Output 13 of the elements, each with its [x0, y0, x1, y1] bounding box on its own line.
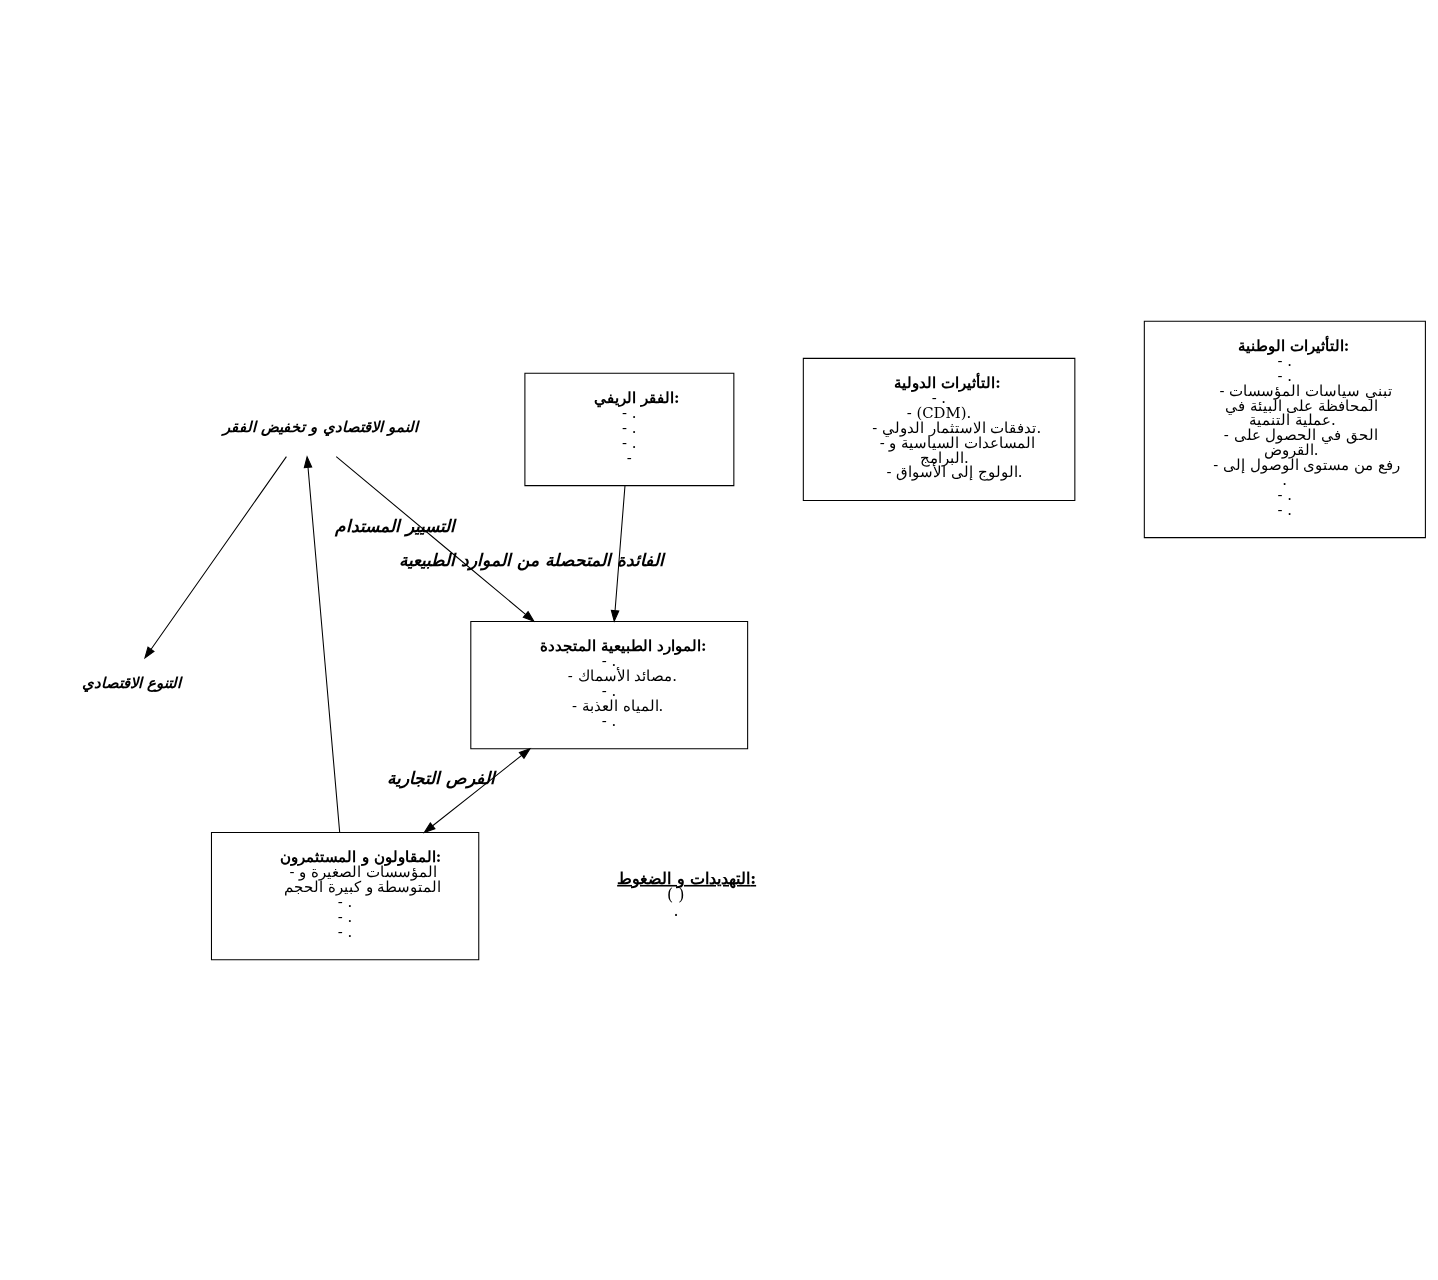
arrow	[144, 455, 287, 659]
edge-label: الفرص التجارية	[386, 767, 495, 788]
arrow	[423, 747, 532, 833]
node-box: الفقر الريفي: - . - . - . -	[524, 372, 735, 486]
node-box: الموارد الطبيعية المتجددة: - . - مصائد الأسماك. - . - المياه العذبة. - .	[470, 620, 749, 749]
arrow	[335, 455, 536, 622]
node-box: التأثيرات الوطنية: - . - . - تبني سياسات المؤسسات المحافظة على البيئة في عملية التنمية. - الحق في الحصول على القروض. - رفع من مستوى الوصول إلى . - . - .	[1143, 320, 1426, 538]
node-text: التنوع الاقتصادي	[81, 673, 181, 691]
node-box: المقاولون و المستثمرون: - المؤسسات الصغيرة و المتوسطة و كبيرة الحجم - . - . - .	[210, 831, 480, 960]
label: .	[673, 900, 679, 920]
arrow	[303, 454, 341, 833]
node-text: النمو الاقتصادي و تخفيض الفقر	[223, 417, 418, 435]
arrow	[610, 484, 626, 623]
